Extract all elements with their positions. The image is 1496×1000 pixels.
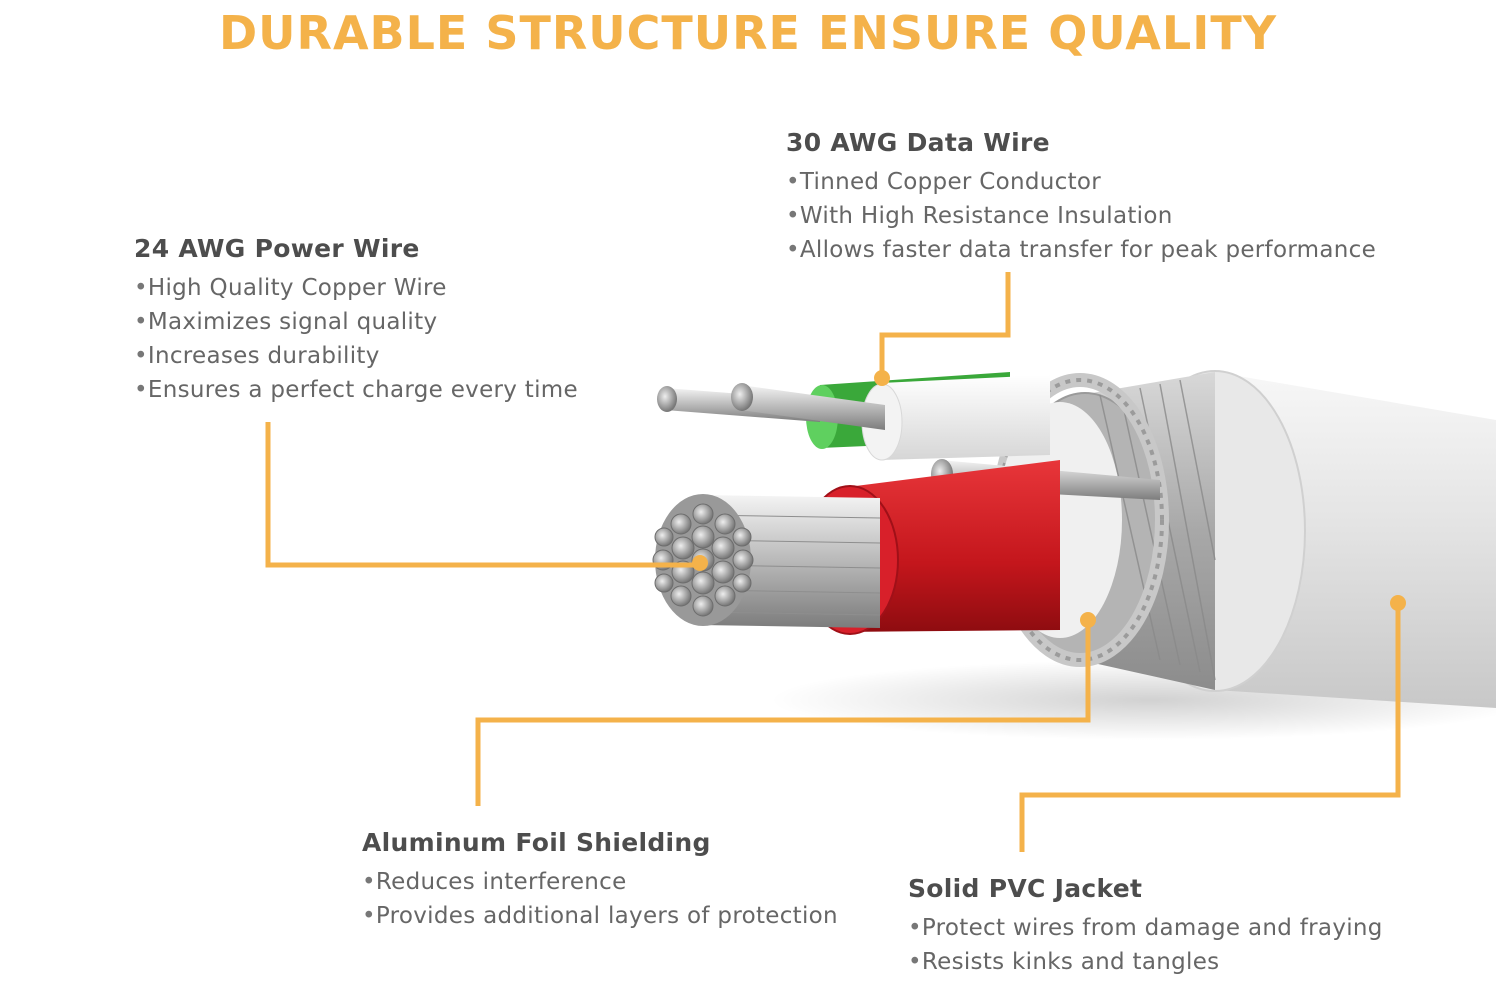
callout-heading: 30 AWG Data Wire (786, 128, 1050, 157)
data-wire-strands (657, 383, 885, 430)
power-wire-leader (265, 422, 700, 568)
callout-bullet: Provides additional layers of protection (362, 899, 838, 933)
callout-power-wire: 24 AWG Power Wire High Quality Copper Wi… (134, 234, 578, 407)
callout-bullet: Ensures a perfect charge every time (134, 373, 578, 407)
leader-dots (692, 370, 1406, 628)
callout-bullet: Maximizes signal quality (134, 305, 578, 339)
callout-bullet: High Quality Copper Wire (134, 271, 578, 305)
callout-heading: Solid PVC Jacket (908, 874, 1143, 903)
callout-bullet: Allows faster data transfer for peak per… (786, 233, 1376, 267)
leader-lines (265, 272, 1401, 852)
callout-data-wire: 30 AWG Data Wire Tinned Copper Conductor… (786, 128, 1376, 267)
power-wire-copper-bundle (652, 494, 881, 628)
callout-bullet: Tinned Copper Conductor (786, 165, 1376, 199)
page-title: DURABLE STRUCTURE ENSURE QUALITY (218, 6, 1277, 60)
callout-foil-shielding: Aluminum Foil Shielding Reduces interfer… (362, 828, 838, 933)
callout-bullet: Resists kinks and tangles (908, 945, 1383, 979)
data-wire-leader (879, 272, 1011, 372)
callout-bullet: Reduces interference (362, 865, 838, 899)
callout-pvc-jacket: Solid PVC Jacket Protect wires from dama… (908, 874, 1383, 979)
callout-bullet: Protect wires from damage and fraying (908, 911, 1383, 945)
callout-bullet: Increases durability (134, 339, 578, 373)
callout-bullet: With High Resistance Insulation (786, 199, 1376, 233)
white-data-wire (861, 375, 1050, 461)
jacket-leader (1019, 605, 1401, 852)
callout-heading: 24 AWG Power Wire (134, 234, 420, 263)
foil-leader (475, 622, 1091, 806)
callout-heading: Aluminum Foil Shielding (362, 828, 711, 857)
